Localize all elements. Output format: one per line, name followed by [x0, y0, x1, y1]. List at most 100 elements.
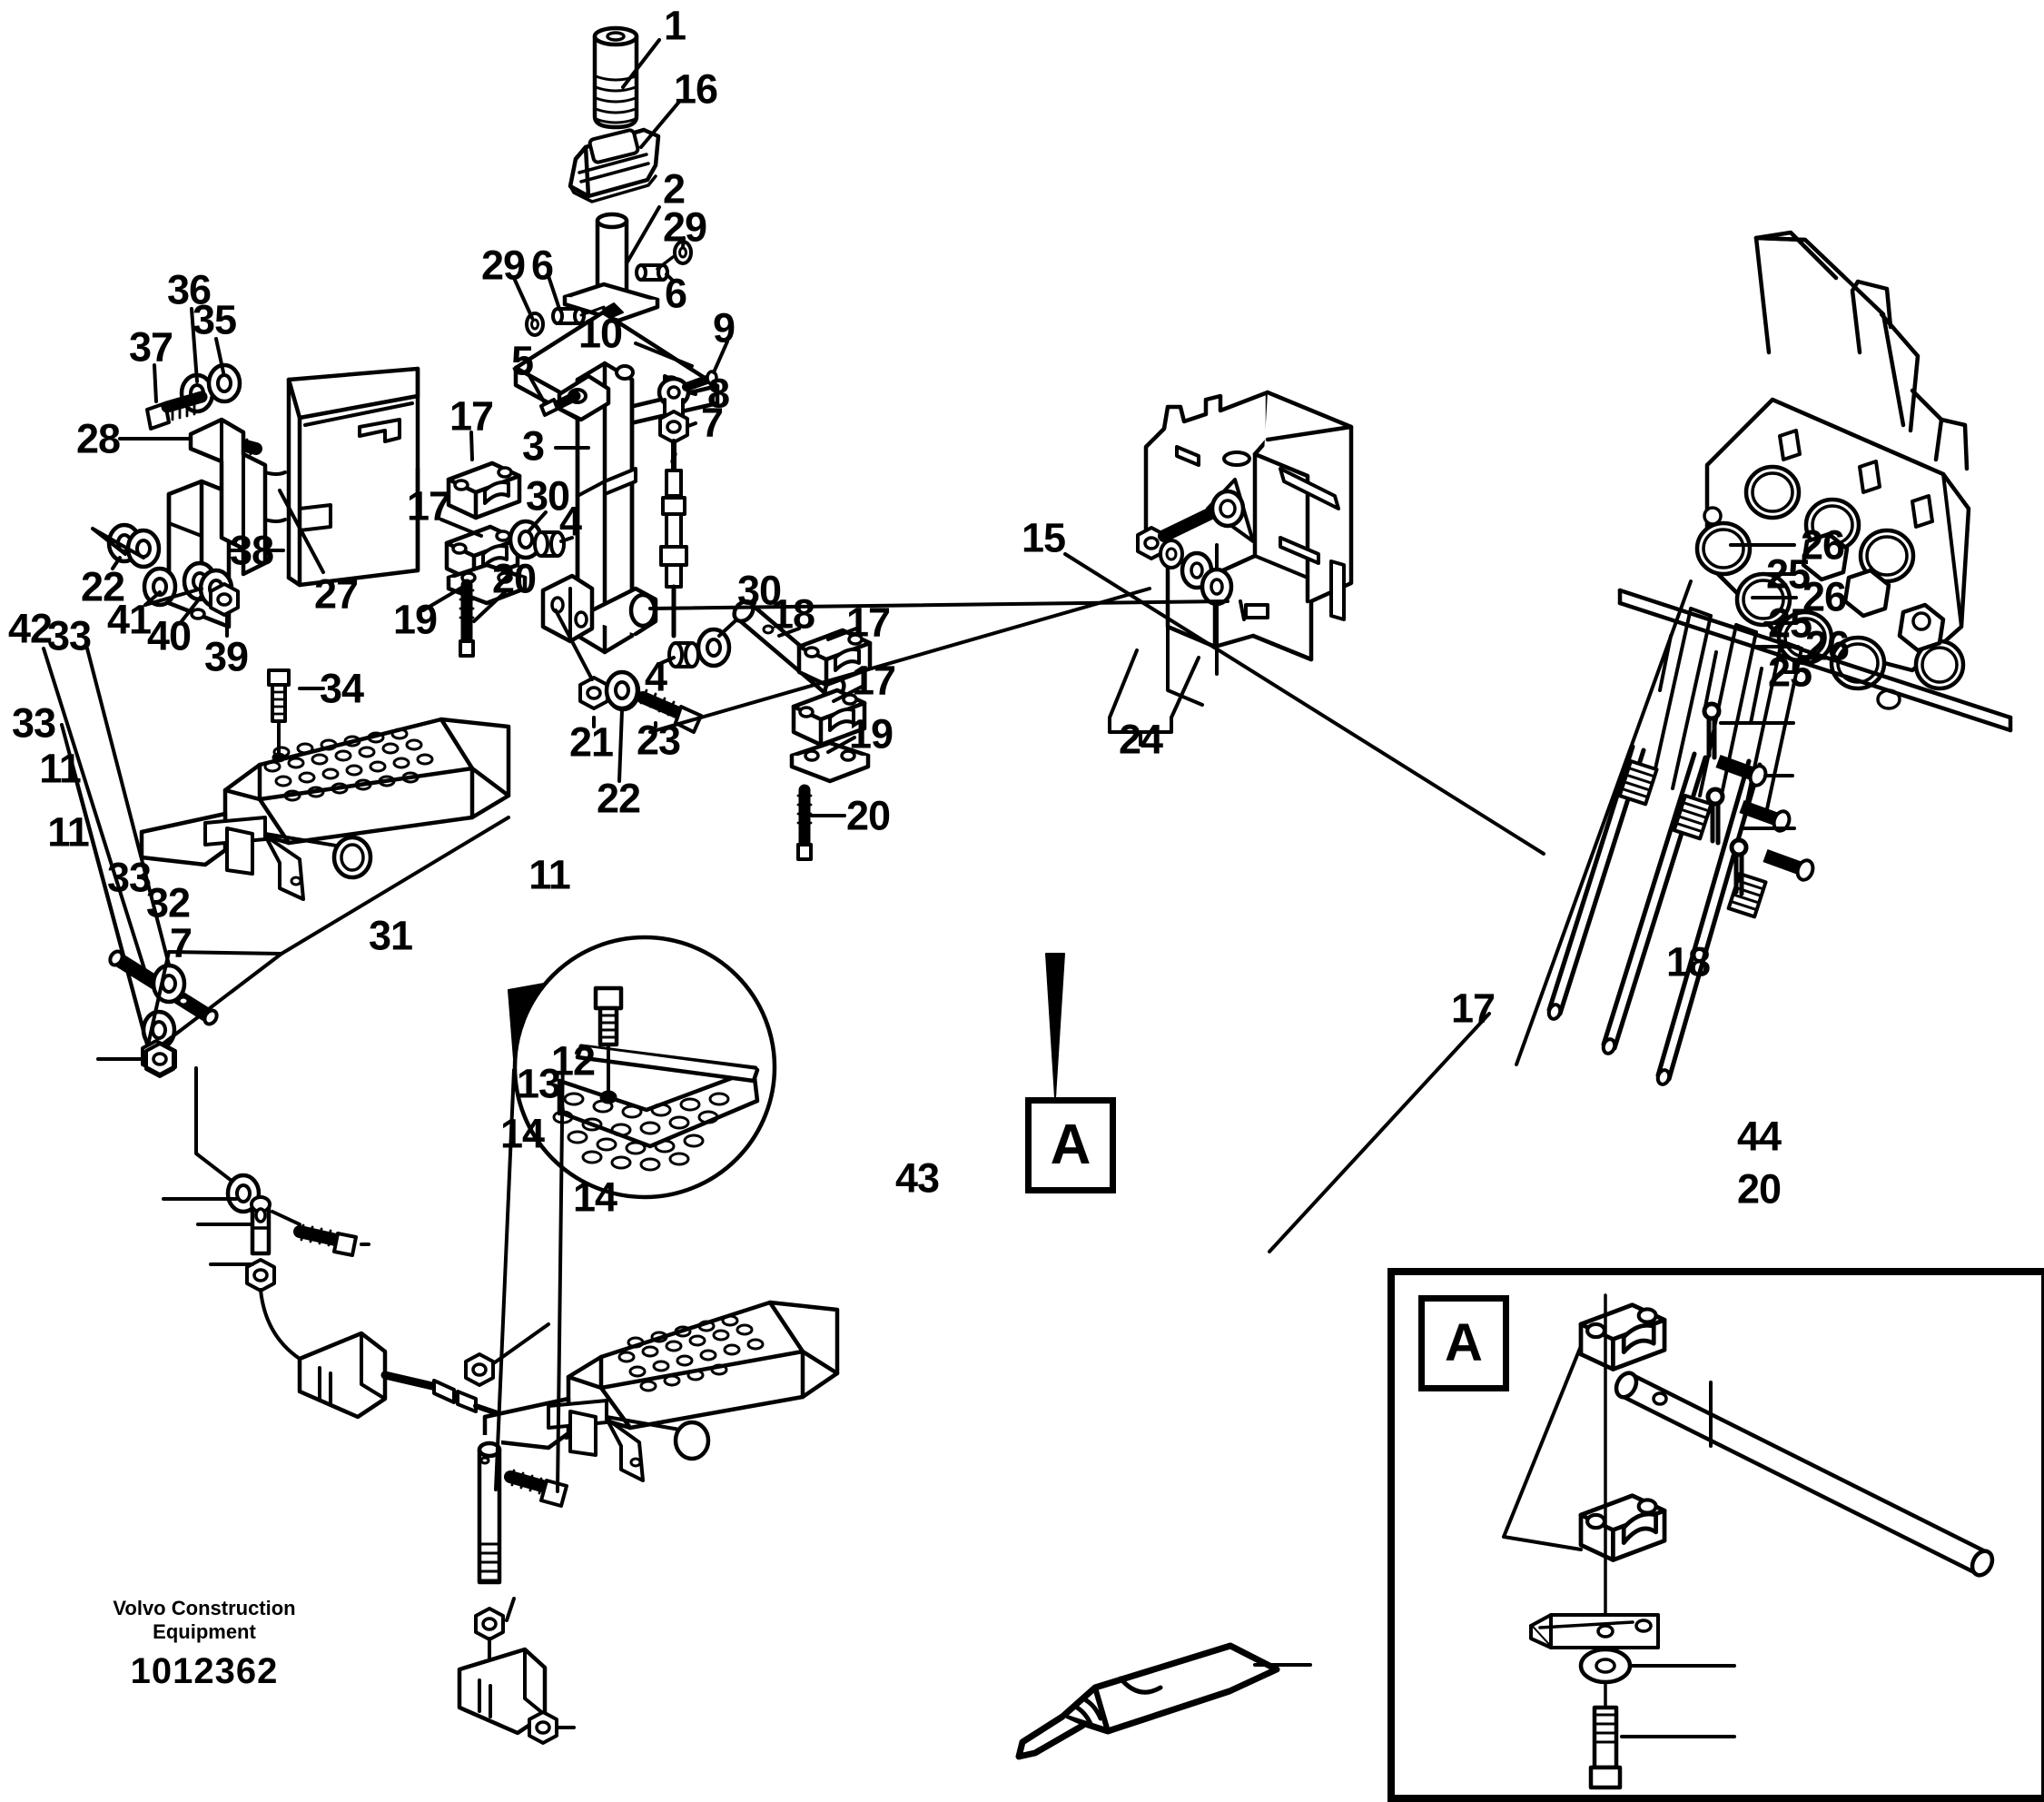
callout-30-washer: 30	[736, 567, 782, 614]
callout-32-clevis: 32	[145, 879, 191, 926]
part-link-bar-42	[108, 949, 219, 1078]
callout-33-washer: 33	[106, 854, 152, 901]
callout-39-nut: 39	[203, 633, 249, 680]
callout-26-cotter-pin: 26	[1804, 622, 1850, 669]
callout-1-lever-grip: 1	[663, 2, 686, 49]
callout-13-long-bolt: 13	[516, 1060, 561, 1107]
callout-36-washer: 36	[166, 266, 212, 313]
callout-8-ball-joint: 8	[706, 370, 730, 417]
bolt-20-right	[796, 784, 813, 861]
clamps-left	[449, 463, 519, 518]
footer-block: Volvo Construction Equipment 1012362	[91, 1597, 318, 1693]
callout-6-lever-shaft: 6	[664, 270, 687, 317]
callout-20-long-bolt: 20	[845, 792, 891, 839]
callout-3-lever-column: 3	[521, 422, 545, 470]
callout-33-washer: 33	[46, 612, 92, 659]
callout-38-bracket: 38	[229, 527, 274, 574]
callout-43-grease-tube: 43	[894, 1154, 940, 1202]
washer-22	[607, 672, 637, 708]
housing-fasteners	[1136, 489, 1269, 621]
pedal-stop-bracket	[457, 1647, 548, 1736]
part-pedal-left	[139, 717, 511, 901]
section-marker-a-detail: A	[1418, 1295, 1509, 1391]
callout-24-cable-end: 24	[1118, 716, 1163, 763]
callout-20-long-bolt: 20	[491, 555, 537, 602]
part-lever-column	[540, 361, 658, 655]
callout-18-pivot-rod: 18	[770, 590, 815, 638]
callout-42-link-bar: 42	[7, 605, 53, 652]
callout-6-lever-shaft: 6	[530, 242, 554, 289]
callout-15-control-cable: 15	[1021, 514, 1066, 561]
callout-21-nut: 21	[568, 718, 614, 766]
callout-40-washer: 40	[146, 612, 192, 659]
callout-7-lock-nut: 7	[169, 919, 193, 966]
nut-21	[578, 676, 609, 710]
callout-4-bushing: 4	[558, 498, 582, 545]
callout-25-clevis-pin: 25	[1765, 550, 1811, 598]
part-valve-block	[1617, 230, 2013, 819]
callout-19-clamp-plate: 19	[848, 710, 894, 757]
callout-30-washer: 30	[525, 472, 570, 520]
detail-callout-44-washer: 44	[1736, 1113, 1782, 1160]
callout-19-clamp-plate: 19	[392, 596, 438, 643]
nut-11-right	[464, 1352, 495, 1387]
callout-17-clamp-half: 17	[406, 482, 451, 530]
magnifier-inset	[508, 935, 777, 1200]
control-cable-center	[659, 439, 688, 639]
washer-group-18	[667, 629, 729, 668]
callout-5-pivot-bolt: 5	[510, 337, 534, 384]
callout-11-lock-nut: 11	[528, 851, 571, 898]
part-lever-grip	[592, 25, 639, 130]
callout-12-hex-bolt: 12	[550, 1037, 596, 1084]
bolt-12	[504, 1469, 568, 1508]
callout-33-washer: 33	[11, 699, 56, 747]
callout-29-lever-shaft: 29	[480, 242, 526, 289]
callout-37-hex-bolt: 37	[128, 323, 173, 371]
detail-a-artwork	[1502, 1293, 1995, 1790]
callout-17-clamp-half: 17	[449, 392, 494, 440]
callout-35-washer: 35	[192, 296, 237, 343]
callout-10-lever-plate: 10	[578, 310, 623, 357]
nut-14-a	[474, 1607, 505, 1641]
lower-linkage	[194, 1066, 358, 1361]
detail-callout-20-long-bolt: 20	[1736, 1165, 1782, 1213]
section-marker-a-detail-label: A	[1445, 1313, 1483, 1372]
callout-34-hex-bolt: 34	[319, 665, 364, 712]
callout-26-cotter-pin: 26	[1802, 573, 1847, 620]
callout-41-washer: 41	[106, 596, 152, 643]
callout-25-clevis-pin: 25	[1767, 599, 1812, 647]
callout-14-nut: 14	[572, 1173, 617, 1221]
detail-callout-17-clamp-half: 17	[1450, 985, 1496, 1032]
bolt-34	[267, 668, 291, 763]
callout-27-cover-panel: 27	[313, 570, 359, 618]
a-marker-pointer	[1045, 953, 1065, 1098]
part-pedal-right	[482, 1300, 840, 1482]
callout-7-lock-nut: 7	[700, 399, 724, 446]
part-pivot-bolt	[539, 391, 581, 417]
bolt-23	[637, 688, 703, 734]
part-grease-tube	[1015, 1642, 1280, 1760]
part-locknut-7	[658, 410, 689, 444]
callout-9-link-rod: 9	[712, 304, 736, 351]
callout-11-lock-nut: 11	[47, 808, 90, 856]
section-marker-a-main-label: A	[1050, 1114, 1091, 1176]
callout-31-hex-bolt: 31	[368, 912, 413, 959]
brand-line-1: Volvo Construction	[113, 1597, 296, 1619]
brand-line-2: Equipment	[153, 1620, 256, 1643]
callout-2-lever-shaft: 2	[662, 165, 686, 213]
washer-group-center	[510, 521, 566, 558]
callout-14-nut: 14	[499, 1110, 545, 1157]
callout-26-cotter-pin: 26	[1800, 521, 1845, 569]
bolt-20-left	[459, 579, 475, 658]
detail-callout-18-pivot-rod: 18	[1665, 938, 1711, 985]
callout-25-clevis-pin: 25	[1767, 649, 1812, 696]
callout-22-washer: 22	[80, 563, 125, 610]
part-hook-plate	[188, 417, 287, 577]
callout-28-stud: 28	[75, 415, 121, 462]
callout-17-clamp-half: 17	[845, 599, 891, 646]
callout-17-clamp-half: 17	[851, 657, 896, 704]
callout-11-lock-nut: 11	[39, 745, 82, 792]
